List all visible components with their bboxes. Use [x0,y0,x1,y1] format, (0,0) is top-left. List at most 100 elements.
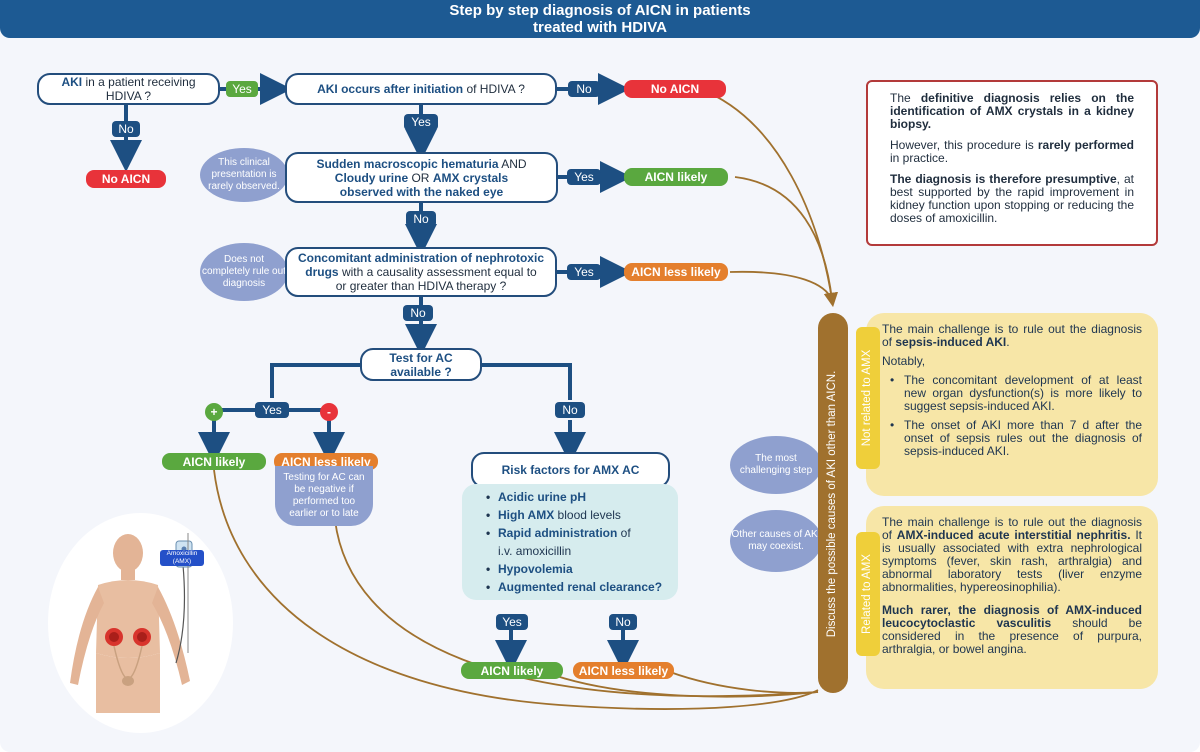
iv-bag-label: Amoxicillin (AMX) [160,550,204,566]
risk-factor-item: Acidic urine pH [486,488,678,506]
definitive-diagnosis-note: The definitive diagnosis relies on the i… [866,80,1158,246]
r-p1-post: It is usually associated with extra neph… [882,528,1142,594]
kidneys-icon [105,628,151,646]
risk-factor-rest: of [617,526,631,540]
q6-label: Risk factors for AMX AC [501,463,640,477]
label-no-rf: No [609,614,637,630]
label-no-q4: No [403,305,433,321]
question-test-ac: Test for AC available ? [360,348,482,381]
r-p1-pre: The main challenge is to rule out the di… [882,515,1142,542]
label-positive: + [205,403,223,421]
note-not-rule-out: Does not completely rule out diagnosis [200,243,288,301]
curve-aicn-likely-1 [734,176,833,301]
nr-bullet-2: •The onset of AKI more than 7 d after th… [890,418,1142,458]
patient-figure-icon [70,533,193,713]
curve-aicn-likely-left [213,469,819,710]
q3-bold2: Cloudy urine [334,170,409,185]
risk-factor-bold: Rapid administration [498,526,618,540]
iv-bag-line2: (AMX) [172,558,192,565]
q2-bold: AKI occurs after initiation [317,82,464,96]
r-p2-bold: Much rarer, the diagnosis of AMX-induced… [882,603,1142,630]
q1-bold: AKI [61,75,83,89]
title-line1: Step by step diagnosis of AICN in patien… [449,2,751,19]
connector-q5-no [482,363,572,400]
label-no-q1: No [112,121,140,137]
label-no-q3: No [406,211,436,227]
discuss-causes-bar [818,313,848,693]
discuss-causes-text: Discuss the possible causes of AKI other… [826,370,838,638]
question-hematuria-crystals: Sudden macroscopic hematuria AND Cloudy … [285,152,558,203]
risk-factor-item: i.v. amoxicillin [498,542,678,560]
outcome-no-aicn-left: No AICN [86,170,166,188]
def-p2-pre: However, this procedure is [890,138,1038,152]
q3-bold3: AMX crystals [432,170,509,185]
curve-aicn-less-likely-1 [729,270,833,301]
label-yes-q5: Yes [255,402,289,418]
q4-rest2: with a causality assessment equal to [338,265,537,279]
question-aki-patient: AKI in a patient receiving HDIVA ? [37,73,220,105]
q4-bold1: Concomitant administration of nephrotoxi… [297,251,544,265]
note-rare-presentation: This clinical presentation is rarely obs… [200,148,288,202]
r-p1-bold: AMX-induced acute interstitial nephritis… [896,528,1131,542]
label-yes-rf: Yes [496,614,528,630]
outcome-aicn-less-likely-ac: AICN less likely [274,453,378,470]
risk-factor-list: Acidic urine pHHigh AMX blood levelsRapi… [462,484,678,600]
patient-illustration [48,513,233,733]
nr-p1-post: . [1006,335,1010,349]
tag-not-related [856,327,880,469]
question-aki-after-initiation: AKI occurs after initiation of HDIVA ? [285,73,557,105]
q1-rest: in a patient receiving [82,75,196,89]
label-yes-q1: Yes [226,81,258,97]
note-other-causes: Other causes of AKI may coexist. [730,510,822,572]
def-p1-bold: definitive diagnosis relies on the ident… [890,91,1135,131]
curve-aicn-likely-bottom [544,671,819,698]
label-no-q2: No [568,81,600,97]
question-risk-factors: Risk factors for AMX AC [471,452,670,488]
q3-bold1: Sudden macroscopic hematuria [316,156,499,171]
not-related-panel: The main challenge is to rule out the di… [866,313,1158,496]
risk-factor-item: Augmented renal clearance? [486,578,678,596]
nr-p1-pre: The main challenge is to rule out the di… [882,322,1142,349]
label-yes-q2: Yes [404,114,438,130]
nr-bullet-2-text: The onset of AKI more than 7 d after the… [904,418,1142,458]
def-p3-bold: The diagnosis is therefore presumptive [890,172,1117,186]
risk-factor-rest: blood levels [554,508,621,522]
outcome-no-aicn-right: No AICN [624,80,726,98]
title-line2: treated with HDIVA [533,19,667,36]
risk-factor-item: High AMX blood levels [486,506,678,524]
note-testing-negative: Testing for AC can be negative if perfor… [275,466,373,526]
connector-q5-yes [270,363,360,398]
outcome-aicn-likely-rf: AICN likely [461,662,563,679]
risk-factor-bold: Hypovolemia [498,562,573,576]
q5-line2: available ? [390,364,452,379]
iv-bag-line1: Amoxicillin [166,550,198,557]
q4-line3: or greater than HDIVA therapy ? [335,279,507,293]
outcome-aicn-less-likely-q4: AICN less likely [624,263,728,281]
def-p2-post: in practice. [890,151,949,165]
label-yes-q3: Yes [567,169,601,185]
q5-line1: Test for AC [389,350,453,365]
note-most-challenging: The most challenging step [730,436,822,494]
q3-line3: observed with the naked eye [339,184,504,199]
nr-notably: Notably, [882,354,926,368]
label-negative: - [320,403,338,421]
risk-factor-bold: Augmented renal clearance? [498,580,663,594]
question-nephrotoxic-drugs: Concomitant administration of nephrotoxi… [285,247,557,297]
risk-factor-item: Hypovolemia [486,560,678,578]
title-bar: Step by step diagnosis of AICN in patien… [0,0,1200,38]
def-p1-pre: The [890,91,921,105]
risk-factor-bold: High AMX [498,508,555,522]
q3-mid2: OR [408,170,433,185]
tag-related-text: Related to AMX [861,554,873,634]
nr-p1-bold: sepsis-induced AKI [895,335,1007,349]
q1-line2: HDIVA ? [105,89,152,103]
tag-not-related-text: Not related to AMX [861,349,873,447]
def-p2-bold: rarely performed [1037,138,1135,152]
nr-bullet-1: •The concomitant development of at least… [890,373,1142,413]
curve-aicn-less-bottom [669,671,819,694]
q3-mid1: AND [498,156,527,171]
tag-related [856,532,880,656]
related-panel: The main challenge is to rule out the di… [866,506,1158,689]
